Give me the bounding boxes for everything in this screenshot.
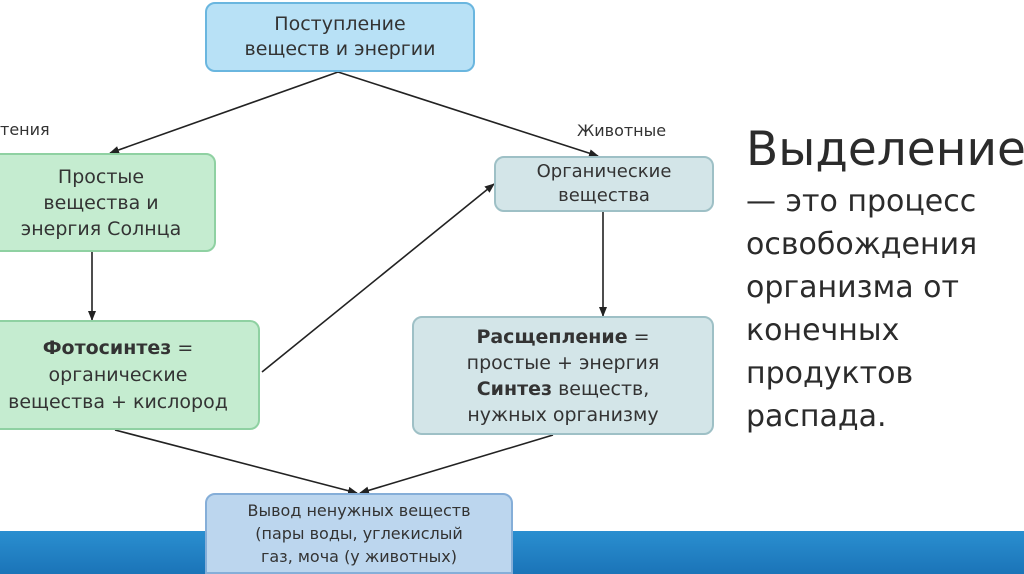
- intake-node: Поступление веществ и энергии: [205, 2, 475, 72]
- definition-line-2: освобождения: [746, 227, 978, 262]
- arrow-breakdown-to-output: [359, 434, 554, 495]
- output-node: Вывод ненужных веществ (пары воды, углек…: [205, 493, 513, 574]
- definition-line-3: организма от: [746, 270, 959, 305]
- breakdown-equals: =: [627, 325, 650, 348]
- organic-line-1: Органические: [536, 161, 672, 182]
- photosynthesis-line-3: вещества + кислород: [8, 390, 228, 413]
- arrow-intake-to-organic: [337, 71, 599, 158]
- arrow-intake-to-simple: [109, 71, 339, 154]
- photosynthesis-line-1: Фотосинтез =: [43, 335, 194, 362]
- photosynthesis-node: Фотосинтез = органические вещества + кис…: [0, 320, 260, 430]
- definition-block: Выделение — это процесс освобождения орг…: [746, 120, 1024, 438]
- animals-label: Животные: [577, 121, 667, 140]
- photosynthesis-term: Фотосинтез: [42, 336, 172, 359]
- definition-line-1: — это процесс: [746, 184, 977, 219]
- output-line-3: газ, моча (у животных): [260, 547, 458, 566]
- organic-substances-node: Органические вещества: [494, 156, 714, 212]
- intake-line-1: Поступление: [274, 13, 406, 35]
- synthesis-rest: веществ,: [552, 377, 650, 400]
- definition-line-6: распада.: [746, 399, 887, 434]
- arrow-photosynthesis-to-output: [114, 429, 358, 495]
- intake-line-2: веществ и энергии: [244, 38, 436, 60]
- breakdown-line-4: нужных организму: [467, 403, 659, 426]
- photosynthesis-equals: =: [171, 336, 194, 359]
- arrow-photosynthesis-to-organic: [261, 183, 495, 373]
- simple-line-2: вещества и: [43, 191, 159, 214]
- simple-substances-node: Простые вещества и энергия Солнца: [0, 153, 216, 252]
- breakdown-line-2: простые + энергия: [466, 351, 660, 374]
- simple-line-3: энергия Солнца: [20, 217, 182, 240]
- definition-title: Выделение: [746, 122, 1024, 177]
- output-line-2: (пары воды, углекислый: [255, 524, 463, 543]
- breakdown-node: Расщепление = простые + энергия Синтез в…: [412, 316, 714, 435]
- plants-label: тения: [0, 120, 50, 139]
- organic-line-2: вещества: [558, 185, 650, 206]
- synthesis-term: Синтез: [476, 377, 553, 400]
- breakdown-term: Расщепление: [476, 325, 628, 348]
- definition-line-4: конечных: [746, 313, 900, 348]
- photosynthesis-line-2: органические: [48, 363, 188, 386]
- output-line-1: Вывод ненужных веществ: [247, 501, 471, 520]
- simple-line-1: Простые: [57, 165, 145, 188]
- breakdown-line-1: Расщепление =: [476, 324, 649, 350]
- definition-line-5: продуктов: [746, 356, 914, 391]
- breakdown-line-3: Синтез веществ,: [477, 376, 650, 402]
